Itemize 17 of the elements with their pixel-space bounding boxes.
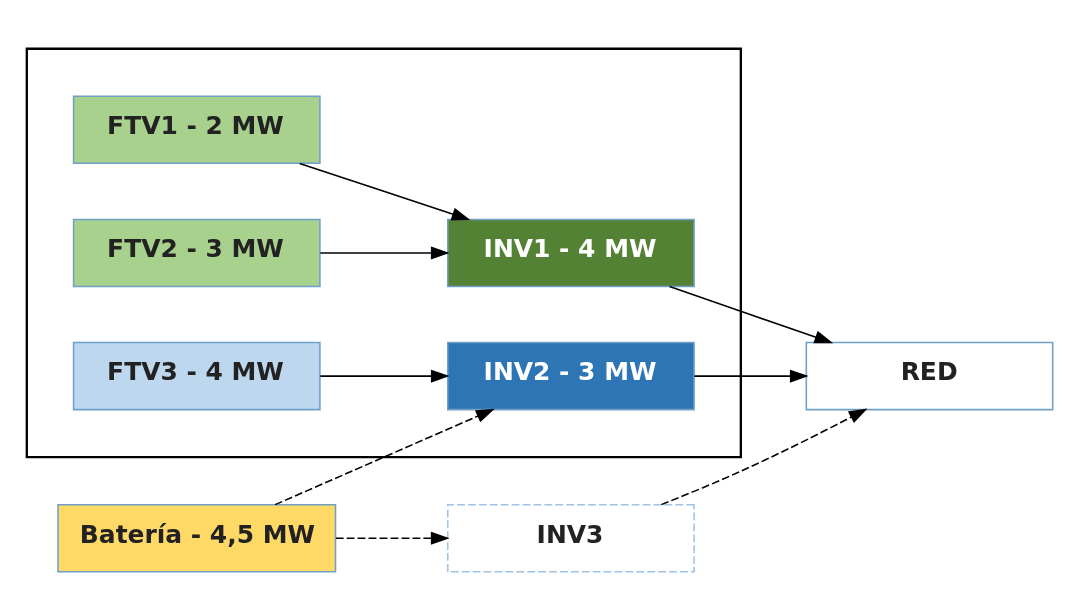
node-box: INV2 - 3 MW: [446, 341, 695, 410]
arrow: [660, 408, 868, 505]
arrow: [319, 245, 450, 259]
arrow: [319, 369, 450, 383]
arrow: [298, 162, 471, 220]
arrow: [335, 531, 450, 545]
node-box: INV3: [446, 503, 695, 573]
node-box: FTV1 - 2 MW: [72, 95, 321, 164]
arrow: [668, 285, 834, 343]
arrow: [274, 408, 495, 505]
node-box: FTV2 - 3 MW: [72, 218, 321, 287]
node-box: RED: [805, 341, 1054, 410]
cluster: [25, 47, 742, 458]
arrow: [693, 369, 809, 383]
node-box: Batería - 4,5 MW: [57, 503, 337, 573]
node-box: INV1 - 4 MW: [446, 218, 695, 287]
node-box: FTV3 - 4 MW: [72, 341, 321, 410]
